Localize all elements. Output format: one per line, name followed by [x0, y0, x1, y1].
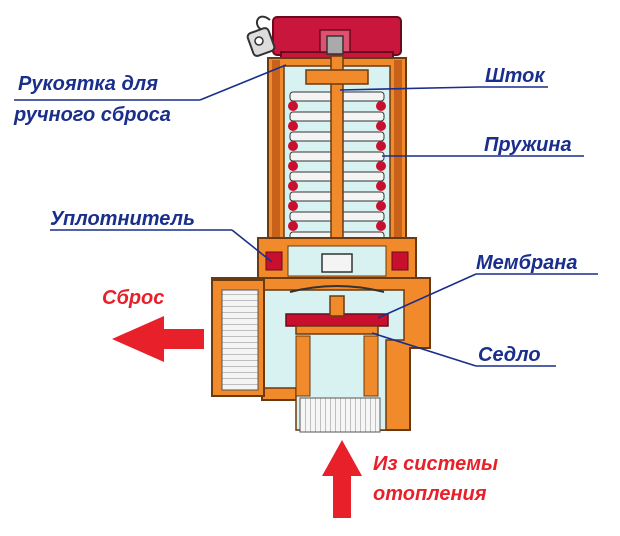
discharge-arrow [112, 316, 204, 362]
outlet-thread [211, 279, 265, 397]
label-inlet-line1: Из системы [373, 453, 499, 475]
leader-membrane [377, 273, 477, 319]
label-handle-line2: ручного сброса [14, 104, 171, 126]
leader-lines [14, 64, 598, 367]
inlet-arrow [322, 440, 362, 518]
leader-seat [371, 332, 477, 367]
leader-stem [339, 86, 479, 91]
stem [305, 55, 369, 262]
label-handle-line1: Рукоятка для [18, 73, 159, 95]
label-spring: Пружина [484, 134, 572, 156]
key-tag-icon [246, 15, 276, 57]
label-inlet-line2: отопления [373, 483, 487, 505]
inlet-thread [299, 397, 381, 433]
label-seal: Уплотнитель [50, 208, 195, 230]
valve-body [211, 277, 431, 431]
label-discharge: Сброс [102, 287, 165, 309]
leader-handle [199, 64, 287, 101]
leader-seal [231, 229, 273, 263]
seal-collar [257, 237, 417, 279]
label-seat: Седло [478, 344, 541, 366]
label-membrane: Мембрана [476, 252, 578, 274]
label-stem: Шток [485, 65, 545, 87]
